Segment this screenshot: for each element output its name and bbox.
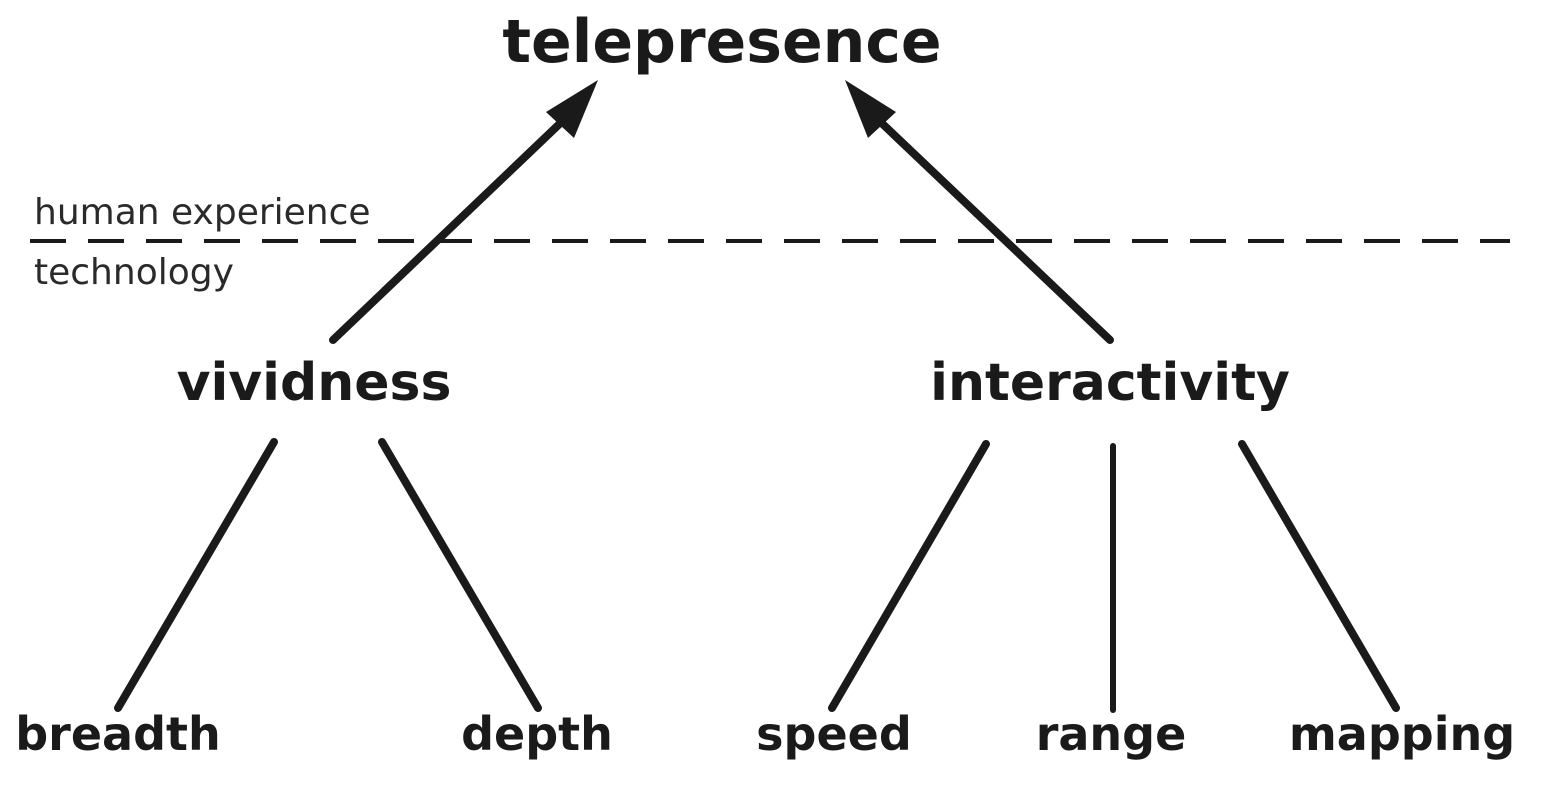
telepresence-label: telepresence bbox=[502, 7, 941, 77]
interactivity-to-telepresence-arrow bbox=[866, 108, 1114, 344]
interactivity-label: interactivity bbox=[930, 353, 1290, 413]
vividness-to-telepresence-arrow bbox=[329, 108, 576, 344]
human-experience-label: human experience bbox=[34, 192, 371, 233]
interactivity-arrowhead bbox=[845, 80, 896, 138]
vividness-breadth-edge bbox=[114, 438, 278, 712]
breadth-label: breadth bbox=[15, 707, 221, 761]
technology-label: technology bbox=[34, 252, 234, 293]
mapping-label: mapping bbox=[1289, 707, 1515, 761]
speed-label: speed bbox=[756, 707, 912, 761]
vividness-arrowhead bbox=[546, 80, 598, 138]
depth-label: depth bbox=[461, 707, 613, 761]
vividness-depth-edge bbox=[378, 438, 542, 712]
range-label: range bbox=[1036, 707, 1187, 761]
vividness-label: vividness bbox=[177, 353, 452, 413]
interactivity-speed-edge bbox=[828, 440, 990, 712]
interactivity-mapping-edge bbox=[1238, 440, 1400, 712]
